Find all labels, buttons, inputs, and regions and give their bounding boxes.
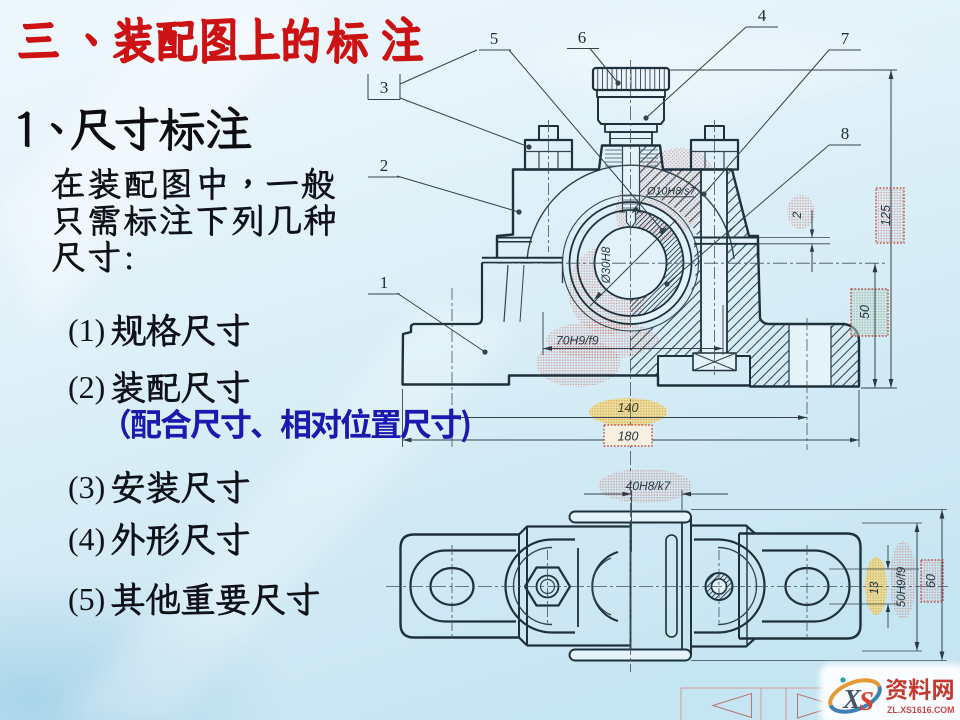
- svg-text:(3): (3): [68, 469, 105, 505]
- svg-text:5: 5: [490, 29, 499, 48]
- svg-text:(1): (1): [68, 312, 105, 348]
- svg-text:70H9/f9: 70H9/f9: [556, 334, 599, 348]
- svg-text:40H8/k7: 40H8/k7: [626, 479, 672, 493]
- svg-text:S: S: [859, 686, 874, 716]
- svg-text:8: 8: [841, 124, 850, 143]
- svg-text:X: X: [842, 684, 862, 714]
- svg-text:60: 60: [924, 574, 938, 588]
- svg-text:ZL.XS1616.COM: ZL.XS1616.COM: [887, 705, 954, 715]
- svg-text:180: 180: [618, 430, 639, 444]
- svg-text:(2): (2): [68, 369, 105, 405]
- svg-text:2: 2: [380, 156, 389, 175]
- svg-text:13: 13: [869, 581, 881, 594]
- svg-text:(5): (5): [68, 581, 105, 617]
- svg-text:4: 4: [758, 6, 767, 25]
- svg-text:6: 6: [578, 28, 587, 47]
- svg-text:(4): (4): [68, 521, 105, 557]
- svg-text:7: 7: [841, 29, 850, 48]
- svg-text:50: 50: [858, 305, 872, 319]
- svg-text:125: 125: [879, 205, 893, 226]
- svg-text:Ø10H8/s7: Ø10H8/s7: [646, 186, 697, 198]
- svg-text:Ø30H8: Ø30H8: [601, 246, 613, 284]
- svg-text:140: 140: [618, 401, 639, 415]
- svg-text:50H9/f9: 50H9/f9: [896, 566, 908, 607]
- svg-text:2: 2: [790, 211, 804, 219]
- svg-text:1: 1: [380, 273, 389, 292]
- svg-text:3: 3: [380, 78, 389, 97]
